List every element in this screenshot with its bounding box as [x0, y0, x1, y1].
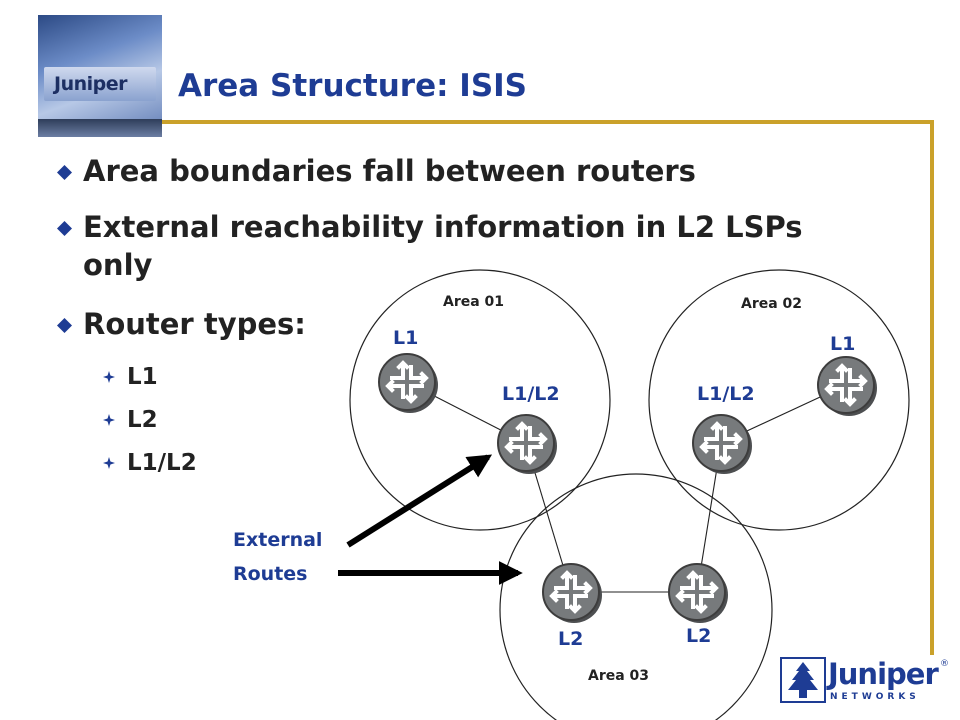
logo-sub: NETWORKS: [830, 692, 920, 702]
bullet-external-reachability: External reachability information in L2 …: [57, 208, 823, 284]
bullet-text: Router types:: [83, 307, 306, 341]
area-02-boundary: [648, 269, 910, 531]
bullet-area-boundaries: Area boundaries fall between routers: [57, 152, 843, 190]
frame-top-line: [162, 120, 934, 124]
router-label-l1-area01: L1: [393, 327, 418, 349]
sub-bullet-l2: L2: [103, 405, 158, 435]
router-label-l1l2-area02: L1/L2: [697, 383, 755, 405]
juniper-networks-logo: Juniper NETWORKS ®: [780, 657, 949, 709]
photo-logo-text: Juniper: [54, 73, 128, 95]
external-route-arrow-to-area01: [346, 454, 493, 548]
logo-registered-mark: ®: [940, 659, 949, 669]
external-routes-label-line1: External: [233, 529, 322, 551]
router-l2-right: [668, 563, 728, 623]
router-label-l2-left: L2: [558, 628, 583, 650]
router-l1l2-area02: [692, 414, 752, 474]
bullet-router-types: Router types:: [57, 305, 843, 343]
router-label-l1l2-area01: L1/L2: [502, 383, 560, 405]
router-l2-left: [542, 563, 602, 623]
bullet-text: L1: [127, 364, 158, 390]
bullet-text: L1/L2: [127, 450, 197, 476]
area-01-boundary: [349, 269, 611, 531]
router-label-l1-area02: L1: [830, 333, 855, 355]
photo-band: [38, 119, 162, 137]
router-l1-area02: [817, 356, 877, 416]
router-label-l2-right: L2: [686, 625, 711, 647]
logo-word: Juniper: [828, 657, 939, 691]
bullet-diamond-icon: [57, 221, 72, 236]
bullet-diamond-icon: [57, 165, 72, 180]
router-l1l2-area01: [497, 414, 557, 474]
external-routes-label-line2: Routes: [233, 563, 308, 585]
area-01-label: Area 01: [443, 294, 504, 310]
frame-right-line: [930, 120, 934, 655]
bullet-text: Area boundaries fall between routers: [83, 154, 696, 188]
photo-logo-plate: Juniper: [44, 67, 156, 101]
slide-title: Area Structure: ISIS: [178, 68, 528, 104]
area-02-label: Area 02: [741, 296, 802, 312]
bullet-text: External reachability information in L2 …: [83, 210, 803, 282]
area-03-label: Area 03: [588, 668, 649, 684]
header-photo: Juniper: [38, 15, 162, 137]
bullet-diamond-icon: [57, 318, 72, 333]
area-03-boundary: [499, 473, 773, 720]
juniper-tree-icon: [780, 657, 826, 703]
router-l1-area01: [378, 353, 438, 413]
bullet-text: L2: [127, 407, 158, 433]
